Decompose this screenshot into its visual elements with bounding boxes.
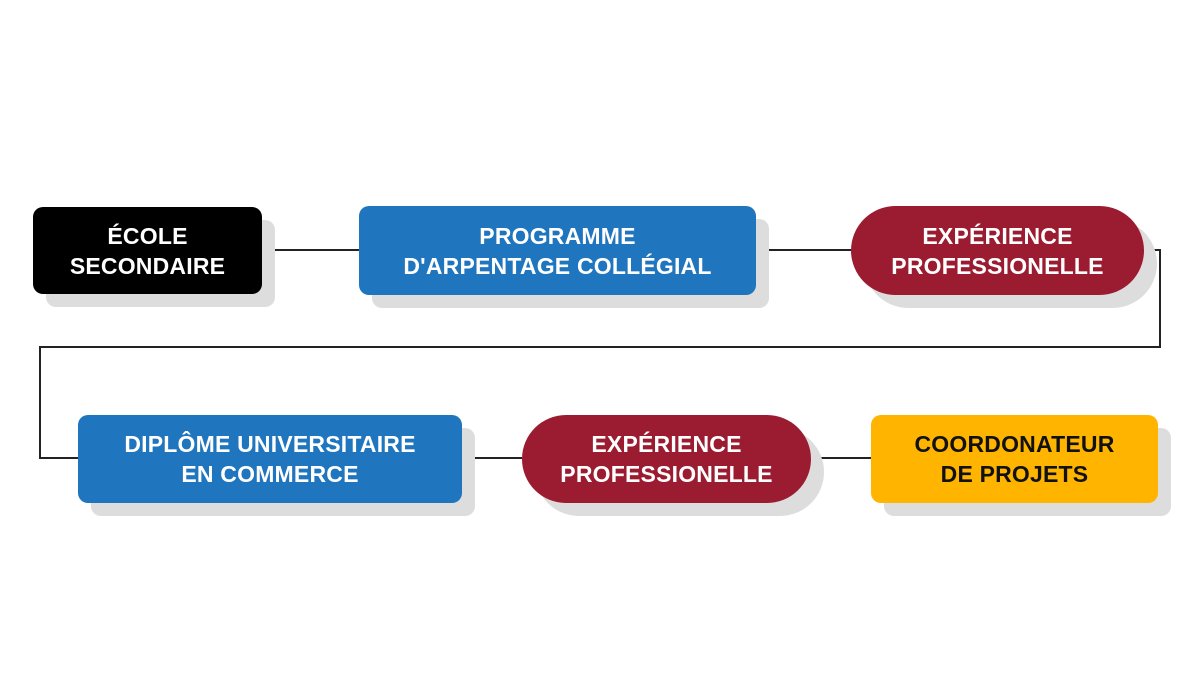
node-label-line: D'ARPENTAGE COLLÉGIAL [403, 252, 712, 279]
node-label-line: PROFESSIONELLE [891, 252, 1104, 279]
node-college-surveying-program: PROGRAMME D'ARPENTAGE COLLÉGIAL [359, 206, 756, 295]
node-label-line: DE PROJETS [940, 461, 1089, 487]
node-label: EXPÉRIENCE PROFESSIONELLE [560, 429, 772, 489]
node-label-line: SECONDAIRE [69, 252, 226, 279]
node-label-line: DIPLÔME UNIVERSITAIRE [124, 431, 416, 457]
node-label-line: EXPÉRIENCE [922, 222, 1073, 249]
node-label-line: PROGRAMME [479, 222, 636, 249]
node-label: ÉCOLE SECONDAIRE [70, 221, 225, 281]
connector-3-4 [39, 249, 1161, 459]
node-label: EXPÉRIENCE PROFESSIONELLE [891, 221, 1103, 281]
node-label: COORDONATEUR DE PROJETS [914, 429, 1114, 489]
node-label-line: PROFESSIONELLE [560, 461, 773, 487]
node-label-line: EXPÉRIENCE [591, 431, 742, 457]
node-university-business-degree: DIPLÔME UNIVERSITAIRE EN COMMERCE [78, 415, 462, 503]
node-label: PROGRAMME D'ARPENTAGE COLLÉGIAL [403, 221, 711, 281]
node-high-school: ÉCOLE SECONDAIRE [33, 207, 262, 294]
node-professional-experience-1: EXPÉRIENCE PROFESSIONELLE [851, 206, 1144, 295]
node-label-line: COORDONATEUR [914, 431, 1115, 457]
node-label: DIPLÔME UNIVERSITAIRE EN COMMERCE [124, 429, 415, 489]
node-professional-experience-2: EXPÉRIENCE PROFESSIONELLE [522, 415, 811, 503]
node-label-line: EN COMMERCE [181, 461, 359, 487]
node-label-line: ÉCOLE [107, 222, 188, 249]
node-project-coordinator: COORDONATEUR DE PROJETS [871, 415, 1158, 503]
